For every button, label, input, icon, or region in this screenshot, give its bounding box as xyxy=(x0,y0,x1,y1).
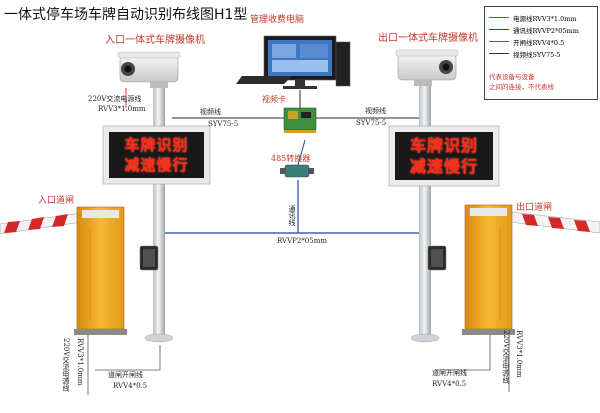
legend-note-line1: 代表设备与设备 xyxy=(489,73,535,81)
entry-led-line2: 减速慢行 xyxy=(124,156,189,174)
entry-gate-box xyxy=(74,206,127,335)
legend-swatch-power xyxy=(489,17,509,18)
exit-led-display: 车牌识别 减速慢行 xyxy=(395,132,493,180)
gate-line-left xyxy=(95,345,161,371)
gate-line-right xyxy=(435,335,491,371)
legend-note-line2: 之间的连接，不代表线 xyxy=(489,83,554,91)
legend-item-power: 电源线RVV3*1.0mm xyxy=(513,15,577,23)
exit-pole xyxy=(410,85,440,343)
right-video-spec: SYV75-5 xyxy=(356,119,387,127)
right-video-label: 视频线 xyxy=(365,107,386,115)
entry-camera-label: 入口一体式车牌摄像机 xyxy=(105,35,205,46)
video-card xyxy=(283,107,317,133)
exit-gate-open-spec: RVV4*0.5 xyxy=(432,380,467,388)
legend-swatch-comm xyxy=(489,29,509,30)
pc-label: 管理收费电脑 xyxy=(250,15,305,25)
comm-line-pc xyxy=(297,139,306,166)
legend-item-gate: 开闸线RVV4*0.5 xyxy=(513,39,565,47)
legend-swatch-gate xyxy=(489,41,509,42)
entry-gate-open-spec: RVV4*0.5 xyxy=(113,382,148,390)
exit-barrier-arm xyxy=(509,211,600,234)
entry-led-box xyxy=(102,125,211,185)
exit-led-box xyxy=(388,125,500,187)
entry-led-line1: 车牌识别 xyxy=(124,136,189,154)
legend-swatch-video xyxy=(489,53,509,54)
exit-gate-box xyxy=(462,204,515,335)
entry-gate-open-label: 道闸开闸线 xyxy=(108,371,143,379)
rs485-converter xyxy=(280,164,314,178)
entry-fill-light xyxy=(139,245,159,271)
exit-gate-power-label: 220V交流电源线 xyxy=(502,330,510,384)
left-video-label: 视频线 xyxy=(200,108,221,116)
exit-gate-power-spec: RVV3*1.0mm xyxy=(515,330,523,378)
legend-item-video: 视频线SYV75-5 xyxy=(513,51,561,59)
left-video-spec: SYV75-5 xyxy=(208,120,239,128)
legend-box: 电源线RVV3*1.0mm 通讯线RVVP2*05mm 开闸线RVV4*0.5 … xyxy=(484,6,598,100)
comm-spec-label: RVVP2*05mm xyxy=(277,237,327,245)
entry-gate-power-label: 220V交流电源线 xyxy=(62,338,70,392)
video-card-label: 视频卡 xyxy=(262,95,286,104)
exit-led-line2: 减速慢行 xyxy=(409,157,478,176)
exit-led-line1: 车牌识别 xyxy=(409,136,478,155)
exit-gate-open-label: 道闸开闸线 xyxy=(432,369,467,377)
converter-label: 485转换器 xyxy=(271,154,311,163)
pc-computer xyxy=(236,35,351,89)
entry-barrier-arm xyxy=(0,212,83,235)
exit-gate-label: 出口道闸 xyxy=(516,203,553,213)
diagram-title: 一体式停车场车牌自动识别布线图H1型 xyxy=(4,7,248,23)
entry-power-label: 220V交流电源线 xyxy=(88,95,142,103)
exit-camera-label: 出口一体式车牌摄像机 xyxy=(378,33,478,44)
entry-pole xyxy=(144,85,174,343)
entry-gate-power-spec: RVV3*1.0mm xyxy=(76,338,84,386)
entry-camera xyxy=(117,51,181,88)
exit-fill-light xyxy=(427,245,447,271)
entry-led-display: 车牌识别 减速慢行 xyxy=(109,132,204,178)
entry-gate-label: 入口道闸 xyxy=(38,196,75,206)
legend-item-comm: 通讯线RVVP2*05mm xyxy=(513,27,579,35)
exit-camera xyxy=(395,49,459,86)
comm-vertical-label: 通讯线 xyxy=(288,205,296,226)
entry-power-spec: RVV3*1.0mm xyxy=(98,105,146,113)
